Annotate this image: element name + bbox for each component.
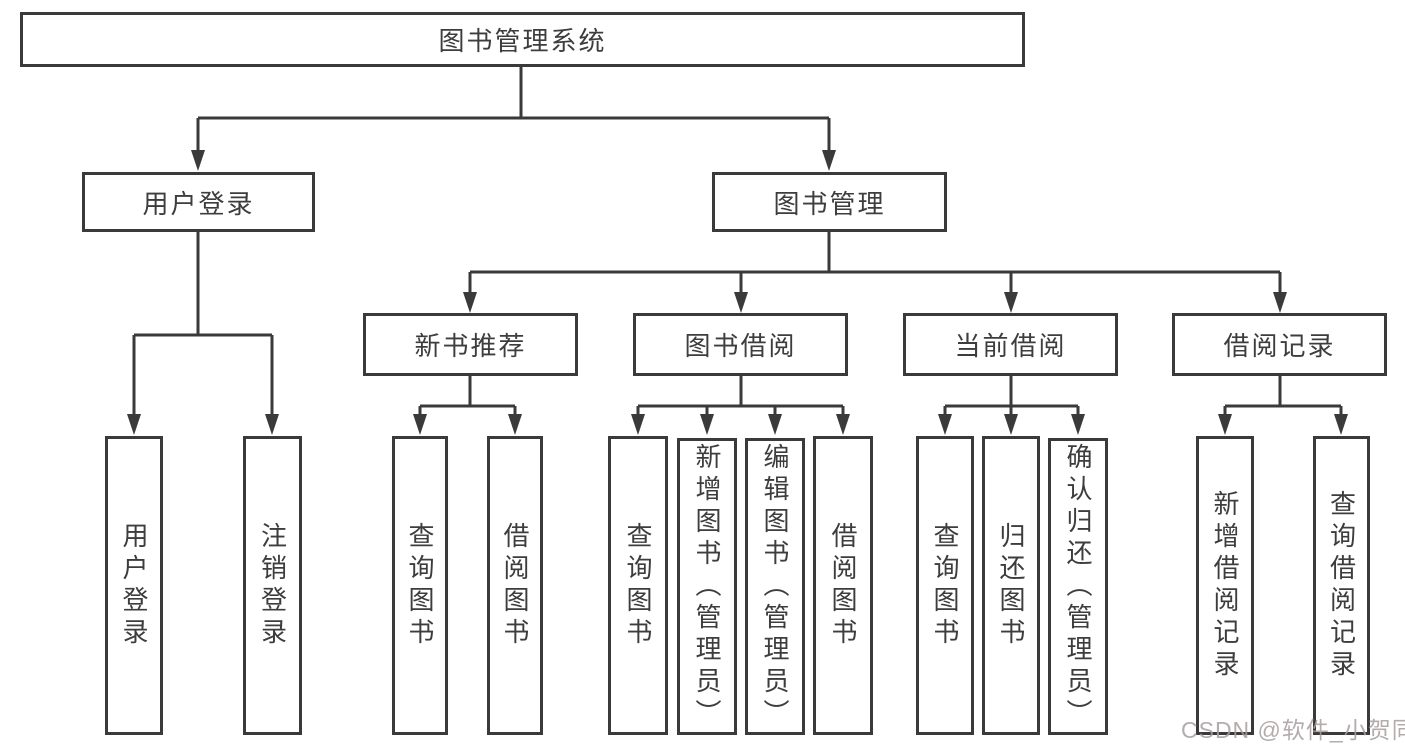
node-book-borrow: 图书借阅 bbox=[633, 313, 848, 376]
leaf-query-books-borrow: 查询图书 bbox=[608, 436, 668, 735]
leaf-user-login: 用户登录 bbox=[105, 436, 163, 735]
connector-borrow-record-children bbox=[1218, 376, 1348, 435]
connector-book-borrow-children bbox=[631, 376, 850, 435]
leaf-confirm-return-admin: 确认归还（管理员） bbox=[1048, 438, 1108, 735]
node-label: 用户登录 bbox=[142, 188, 255, 219]
connector-new-book-children bbox=[413, 376, 522, 435]
node-label: 图书借阅 bbox=[684, 331, 797, 361]
node-label: 确认归还（管理员） bbox=[1063, 442, 1093, 731]
csdn-watermark: CSDN @软件_小贺同学 bbox=[1181, 717, 1405, 743]
node-label: 查询图书 bbox=[405, 521, 435, 650]
node-label: 新书推荐 bbox=[414, 331, 527, 361]
leaf-add-borrow-record: 新增借阅记录 bbox=[1196, 436, 1254, 735]
node-label: 查询图书 bbox=[930, 521, 960, 650]
node-book-management: 图书管理 bbox=[712, 172, 947, 232]
node-label: 借阅记录 bbox=[1223, 331, 1336, 361]
leaf-edit-book-admin: 编辑图书（管理员） bbox=[745, 438, 805, 735]
leaf-borrow-books-recommend: 借阅图书 bbox=[487, 436, 543, 735]
node-label: 图书管理 bbox=[773, 188, 886, 219]
leaf-return-books: 归还图书 bbox=[982, 436, 1040, 735]
connector-book-management-children bbox=[463, 232, 1287, 313]
node-label: 图书管理系统 bbox=[438, 26, 607, 56]
node-label: 用户登录 bbox=[119, 521, 149, 650]
node-library-management-system: 图书管理系统 bbox=[20, 12, 1025, 67]
connector-root-to-level1 bbox=[191, 66, 836, 171]
node-label: 借阅图书 bbox=[500, 521, 530, 650]
leaf-borrow-books: 借阅图书 bbox=[813, 436, 873, 735]
leaf-logout: 注销登录 bbox=[243, 436, 302, 735]
node-label: 新增借阅记录 bbox=[1210, 489, 1240, 682]
node-user-login: 用户登录 bbox=[82, 172, 315, 232]
node-label: 新增图书（管理员） bbox=[692, 442, 722, 731]
node-label: 编辑图书（管理员） bbox=[760, 442, 790, 731]
node-label: 借阅图书 bbox=[828, 521, 858, 650]
leaf-query-borrow-record: 查询借阅记录 bbox=[1313, 436, 1370, 735]
node-borrow-records: 借阅记录 bbox=[1172, 313, 1387, 376]
node-label: 查询图书 bbox=[623, 521, 653, 650]
node-new-book-recommend: 新书推荐 bbox=[363, 313, 578, 376]
node-label: 注销登录 bbox=[257, 521, 288, 650]
leaf-query-books-current: 查询图书 bbox=[916, 436, 974, 735]
node-label: 归还图书 bbox=[996, 521, 1026, 650]
connector-current-borrow-children bbox=[938, 376, 1085, 435]
node-current-borrow: 当前借阅 bbox=[903, 313, 1118, 376]
connector-user-login-children bbox=[127, 232, 279, 435]
node-label: 查询借阅记录 bbox=[1326, 489, 1357, 682]
node-label: 当前借阅 bbox=[954, 331, 1067, 361]
leaf-add-book-admin: 新增图书（管理员） bbox=[677, 438, 737, 735]
leaf-query-books-recommend: 查询图书 bbox=[392, 436, 448, 735]
